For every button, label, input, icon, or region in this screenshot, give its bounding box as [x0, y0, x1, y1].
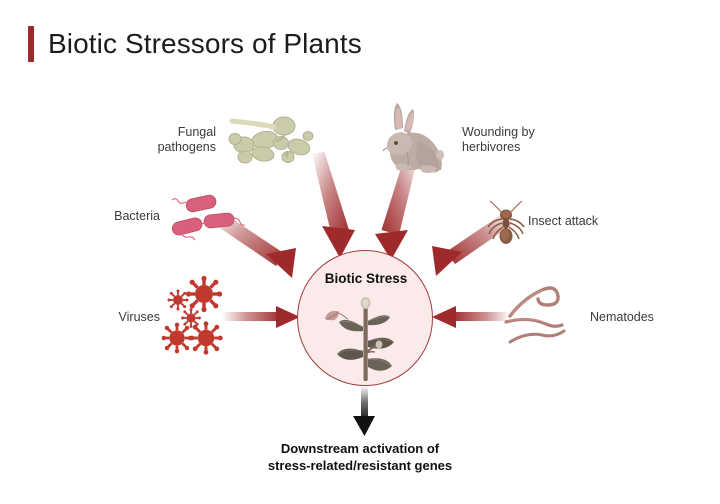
diagram-stage: Biotic Stress — [0, 78, 720, 504]
label-nematodes: Nematodes — [590, 310, 654, 324]
label-viruses: Viruses — [118, 310, 160, 324]
arrow-fungal-pathogens — [312, 152, 355, 258]
label-wounding-by-herbivores: Wounding by herbivores — [462, 125, 535, 154]
label-bacteria: Bacteria — [114, 209, 160, 223]
title-accent-bar — [28, 26, 34, 62]
biotic-stress-label: Biotic Stress — [324, 271, 408, 286]
title-label: Biotic Stressors of Plants — [48, 28, 362, 59]
downstream-output-caption: Downstream activation of stress-related/… — [267, 441, 453, 473]
label-insect-attack: Insect attack — [528, 214, 599, 228]
nematode-worms-icon — [504, 286, 566, 344]
page-title: Biotic Stressors of Plants — [28, 26, 362, 62]
arrow-downstream-output — [353, 386, 375, 436]
ant-icon — [487, 200, 525, 244]
rabbit-icon — [382, 103, 444, 173]
biotic-stress-hub: Biotic Stress — [297, 250, 433, 386]
arrow-wounding-by-herbivores — [375, 152, 419, 260]
arrow-layer — [214, 152, 513, 436]
stressed-plant-icon — [324, 297, 394, 381]
virus-particles-icon — [161, 275, 223, 355]
fungal-hyphae-icon — [228, 116, 314, 164]
label-fungal-pathogens: Fungal pathogens — [157, 125, 216, 154]
arrow-nematodes — [432, 306, 510, 328]
arrow-viruses — [222, 306, 300, 328]
arrow-bacteria — [214, 212, 296, 278]
bacteria-rods-icon — [171, 194, 246, 241]
